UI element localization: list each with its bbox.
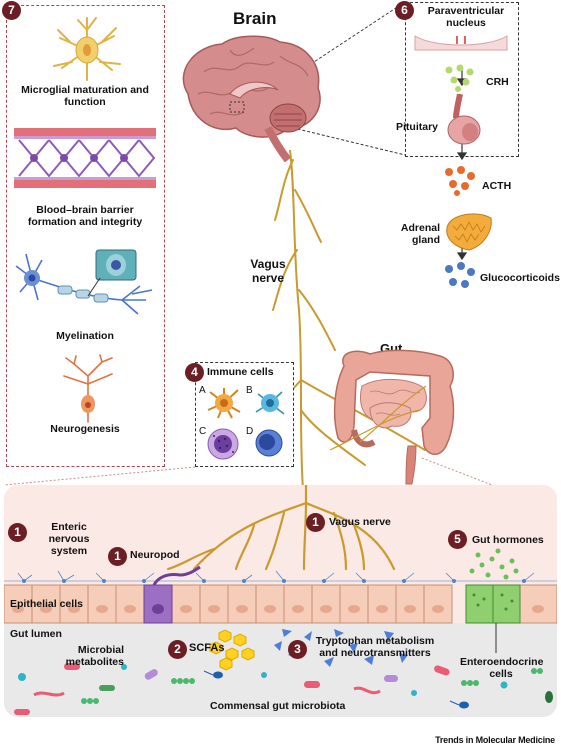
panel-7-box: [6, 5, 165, 467]
adrenal-label: Adrenal gland: [400, 222, 440, 247]
gut-lumen-label: Gut lumen: [10, 628, 62, 640]
cell-b-icon: [255, 391, 285, 415]
enteroendocrine-label: Enteroendocrine cells: [460, 656, 544, 681]
badge-4: 4: [185, 363, 204, 382]
hypothalamus-icon: [414, 35, 508, 51]
gut-illustration: [330, 349, 455, 485]
cell-c-icon: [207, 428, 239, 460]
acth-molecules-icon: [445, 166, 475, 196]
pituitary-icon: [447, 94, 481, 145]
cell-a-icon: [207, 388, 241, 419]
badge-7: 7: [2, 1, 21, 20]
microglia-icon: [53, 17, 121, 81]
microbiota-label: Commensal gut microbiota: [210, 700, 346, 712]
microglia-label: Microglial maturation and function: [21, 84, 149, 109]
badge-scfa: 2: [168, 640, 187, 659]
badge-gut-hormones: 5: [448, 530, 467, 549]
crh-label: CRH: [486, 76, 509, 88]
cell-d-label: D: [246, 426, 254, 437]
badge-enteric: 1: [8, 523, 27, 542]
pituitary-label: Pituitary: [396, 121, 439, 133]
vagus-lower-label: Vagus nerve: [329, 516, 391, 528]
scfas-label: SCFAs: [189, 642, 225, 654]
immune-cells-title: Immune cells: [207, 366, 274, 378]
cell-b-label: B: [246, 385, 253, 396]
badge-tryptophan: 3: [288, 640, 307, 659]
neuropod-label: Neuropod: [130, 549, 180, 561]
gut-hormones-label: Gut hormones: [472, 534, 544, 546]
microbial-metabolites-label: Microbial metabolites: [65, 644, 124, 669]
bbb-label: Blood–brain barrier formation and integr…: [27, 204, 143, 229]
neurogenesis-label: Neurogenesis: [50, 423, 120, 435]
cell-d-icon: [255, 429, 283, 457]
journal-footer: Trends in Molecular Medicine: [435, 735, 555, 745]
acth-label: ACTH: [482, 180, 512, 192]
epithelial-cells-label: Epithelial cells: [10, 598, 83, 610]
adrenal-gland-icon: [446, 213, 492, 251]
badge-vagus: 1: [306, 513, 325, 532]
crh-molecules-icon: [445, 64, 474, 92]
cell-c-label: C: [199, 426, 207, 437]
enteric-label: Enteric nervous system: [48, 521, 90, 558]
gut-wall-zoom-panel: 1 Enteric nervous system 1 Neuropod 1 Va…: [4, 485, 557, 717]
badge-6: 6: [395, 1, 414, 20]
gut-wall-illustration: [4, 485, 557, 715]
neurogenesis-neuron-icon: [63, 354, 113, 423]
glucocorticoids-label: Glucocorticoids: [480, 272, 560, 284]
badge-neuropod: 1: [108, 547, 127, 566]
glucocorticoid-molecules-icon: [445, 262, 475, 288]
myelination-neuron-icon: [15, 249, 153, 315]
tryptophan-label: Tryptophan metabolism and neurotransmitt…: [315, 635, 435, 660]
myelination-label: Myelination: [56, 330, 114, 342]
vagus-nerve-title: Vagus nerve: [250, 257, 286, 285]
paraventricular-label: Paraventricular nucleus: [427, 5, 505, 30]
brain-title: Brain: [233, 9, 277, 28]
cell-a-label: A: [199, 385, 206, 396]
blood-brain-barrier-icon: [14, 128, 156, 188]
brain-illustration: [182, 35, 321, 162]
